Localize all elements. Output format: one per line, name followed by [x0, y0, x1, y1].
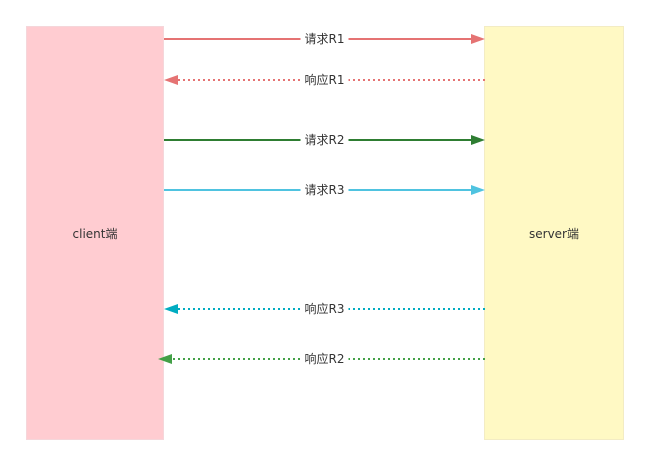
message-label-background [300, 351, 349, 367]
message-label-background [300, 301, 349, 317]
message-label-background [300, 182, 349, 198]
server-label: server端 [529, 226, 579, 241]
server-node: server端 [484, 26, 624, 440]
arrowhead [158, 354, 172, 364]
message-label: 响应R1 [305, 72, 345, 87]
message-arrow: 请求R2 [164, 132, 485, 148]
arrowhead [471, 135, 485, 145]
message-arrow: 请求R3 [164, 182, 485, 198]
arrowhead [471, 34, 485, 44]
message-label: 请求R2 [305, 133, 345, 147]
arrowhead [164, 75, 178, 85]
message-arrow: 响应R2 [158, 351, 485, 367]
message-label: 响应R2 [305, 351, 345, 366]
message-arrow: 请求R1 [164, 31, 485, 47]
message-label-background [300, 132, 349, 148]
client-label: client端 [72, 226, 118, 241]
client-node: client端 [26, 26, 164, 440]
arrowhead [471, 185, 485, 195]
message-label: 响应R3 [305, 301, 345, 316]
message-label-background [300, 31, 349, 47]
message-label: 请求R3 [305, 183, 345, 197]
arrowhead [164, 304, 178, 314]
message-label-background [300, 72, 349, 88]
message-arrow: 响应R1 [164, 72, 485, 88]
message-arrow: 响应R3 [164, 301, 485, 317]
message-label: 请求R1 [305, 32, 345, 46]
